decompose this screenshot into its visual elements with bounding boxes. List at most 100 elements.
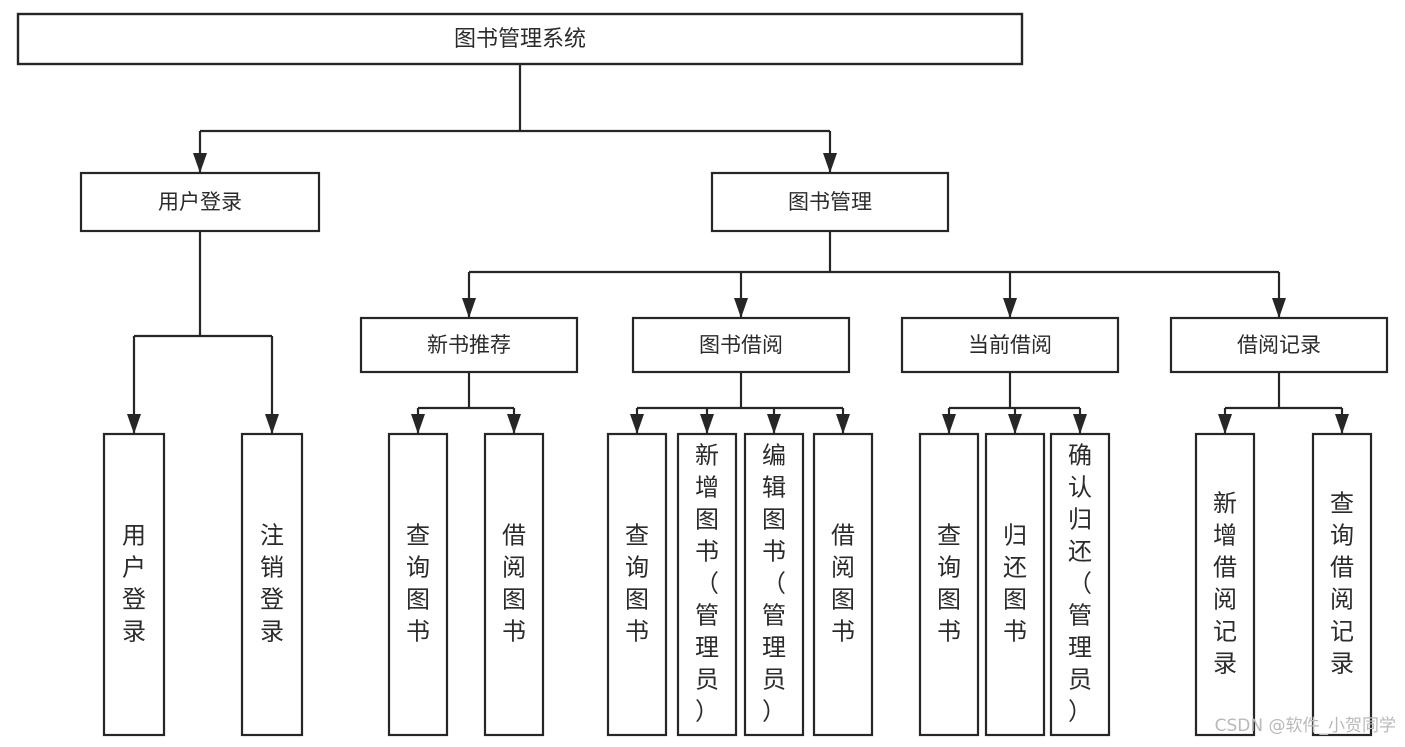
- node-book-manage-label: 图书管理: [788, 190, 872, 214]
- node-book-manage-rect[interactable]: [710, 171, 950, 233]
- leaf-leaf-edit-book-char: 理: [762, 634, 786, 662]
- leaf-leaf-query-book-3-char: 书: [937, 618, 961, 646]
- leaf-leaf-logout-char: 销: [260, 554, 284, 582]
- leaf-leaf-user-login-char: 登: [122, 586, 146, 614]
- node-current-borrow-rect[interactable]: [900, 316, 1120, 374]
- borrow-record-arrow: [1218, 414, 1232, 434]
- leaf-leaf-query-book-3-char: 询: [937, 554, 961, 582]
- leaf-leaf-edit-book-char: 员: [762, 666, 786, 694]
- leaf-leaf-add-book-char: 书: [695, 538, 719, 566]
- node-new-book-recommend-rect[interactable]: [359, 316, 579, 374]
- node-book-borrow-rect[interactable]: [631, 316, 851, 374]
- leaf-leaf-add-book-char: 增: [695, 474, 719, 502]
- leaf-leaf-borrow-book-1-char: 借: [502, 522, 526, 550]
- book-manage-arrow: [734, 298, 748, 318]
- node-book-borrow[interactable]: 图书借阅: [631, 316, 851, 374]
- current-borrow-arrow: [1073, 414, 1087, 434]
- leaf-leaf-confirm-return-char: 员: [1068, 666, 1092, 694]
- leaf-leaf-query-record-char: 查: [1330, 490, 1354, 518]
- node-root[interactable]: 图书管理系统: [16, 12, 1024, 66]
- book-borrow-arrow: [630, 414, 644, 434]
- leaf-leaf-query-book-1-char: 图: [406, 586, 430, 614]
- leaf-leaf-confirm-return-rect[interactable]: [1049, 432, 1111, 737]
- leaf-leaf-add-book-char: 员: [695, 666, 719, 694]
- node-current-borrow[interactable]: 当前借阅: [900, 316, 1120, 374]
- leaf-leaf-return-book-char: 归: [1003, 522, 1027, 550]
- leaf-leaf-user-login-rect[interactable]: [102, 432, 166, 737]
- root-branch-arrow: [823, 153, 837, 173]
- leaf-leaf-add-record-char: 阅: [1213, 586, 1237, 614]
- leaf-leaf-logout-rect[interactable]: [240, 432, 304, 737]
- node-book-borrow-label: 图书借阅: [699, 333, 783, 357]
- node-user-login[interactable]: 用户登录: [79, 171, 321, 233]
- leaf-leaf-confirm-return-char: 归: [1068, 506, 1092, 534]
- root-branch-arrow: [193, 153, 207, 173]
- leaf-leaf-query-book-3-char: 查: [937, 522, 961, 550]
- leaf-leaf-return-book-char: 还: [1003, 554, 1027, 582]
- node-user-login-label: 用户登录: [158, 190, 242, 214]
- leaf-leaf-borrow-book-1-rect[interactable]: [483, 432, 545, 737]
- leaf-leaf-query-book-2-rect[interactable]: [606, 432, 668, 737]
- leaf-leaf-user-login[interactable]: 用户登录: [102, 432, 166, 737]
- leaf-leaf-edit-book-char: 图: [762, 506, 786, 534]
- connector-layer: [127, 64, 1349, 434]
- leaf-leaf-borrow-book-1-char: 书: [502, 618, 526, 646]
- leaf-leaf-query-book-2-char: 图: [625, 586, 649, 614]
- leaf-leaf-query-record-char: 阅: [1330, 586, 1354, 614]
- leaf-leaf-query-record-char: 借: [1330, 554, 1354, 582]
- leaf-leaf-query-book-2-char: 查: [625, 522, 649, 550]
- leaf-leaf-add-book-char: 管: [695, 602, 719, 630]
- leaf-leaf-query-record-char: 询: [1330, 522, 1354, 550]
- leaf-leaf-query-book-3-rect[interactable]: [918, 432, 980, 737]
- leaf-leaf-add-book-rect[interactable]: [676, 432, 738, 737]
- node-layer: 图书管理系统用户登录图书管理新书推荐图书借阅当前借阅借阅记录用户登录注销登录查询…: [16, 12, 1389, 737]
- node-root-rect[interactable]: [16, 12, 1024, 66]
- leaf-leaf-query-book-1-rect[interactable]: [387, 432, 449, 737]
- book-borrow-arrow: [700, 414, 714, 434]
- book-manage-arrow: [462, 298, 476, 318]
- leaf-leaf-query-record-char: 记: [1330, 618, 1354, 646]
- leaf-leaf-return-book-char: 图: [1003, 586, 1027, 614]
- leaf-leaf-query-book-1-char: 询: [406, 554, 430, 582]
- leaf-leaf-user-login-char: 户: [122, 554, 146, 582]
- leaf-leaf-logout-char: 录: [260, 618, 284, 646]
- leaf-leaf-borrow-book-2-char: 借: [831, 522, 855, 550]
- leaf-leaf-query-book-2-char: 书: [625, 618, 649, 646]
- leaf-leaf-borrow-book-2-rect[interactable]: [812, 432, 874, 737]
- leaf-leaf-return-book-rect[interactable]: [984, 432, 1046, 737]
- node-book-manage[interactable]: 图书管理: [710, 171, 950, 233]
- new-book-recommend-arrow: [411, 414, 425, 434]
- node-borrow-record-rect[interactable]: [1169, 316, 1389, 374]
- user-login-arrow: [127, 414, 141, 434]
- leaf-leaf-add-book-char: （: [695, 570, 719, 598]
- leaf-leaf-query-record-char: 录: [1330, 650, 1354, 678]
- leaf-leaf-add-record-char: 记: [1213, 618, 1237, 646]
- node-user-login-rect[interactable]: [79, 171, 321, 233]
- leaf-leaf-edit-book-rect[interactable]: [743, 432, 805, 737]
- node-new-book-recommend[interactable]: 新书推荐: [359, 316, 579, 374]
- node-borrow-record-label: 借阅记录: [1237, 333, 1321, 357]
- book-manage-arrow: [1272, 298, 1286, 318]
- leaf-leaf-add-record-rect[interactable]: [1194, 432, 1256, 737]
- leaf-leaf-query-record-rect[interactable]: [1311, 432, 1373, 737]
- node-borrow-record[interactable]: 借阅记录: [1169, 316, 1389, 374]
